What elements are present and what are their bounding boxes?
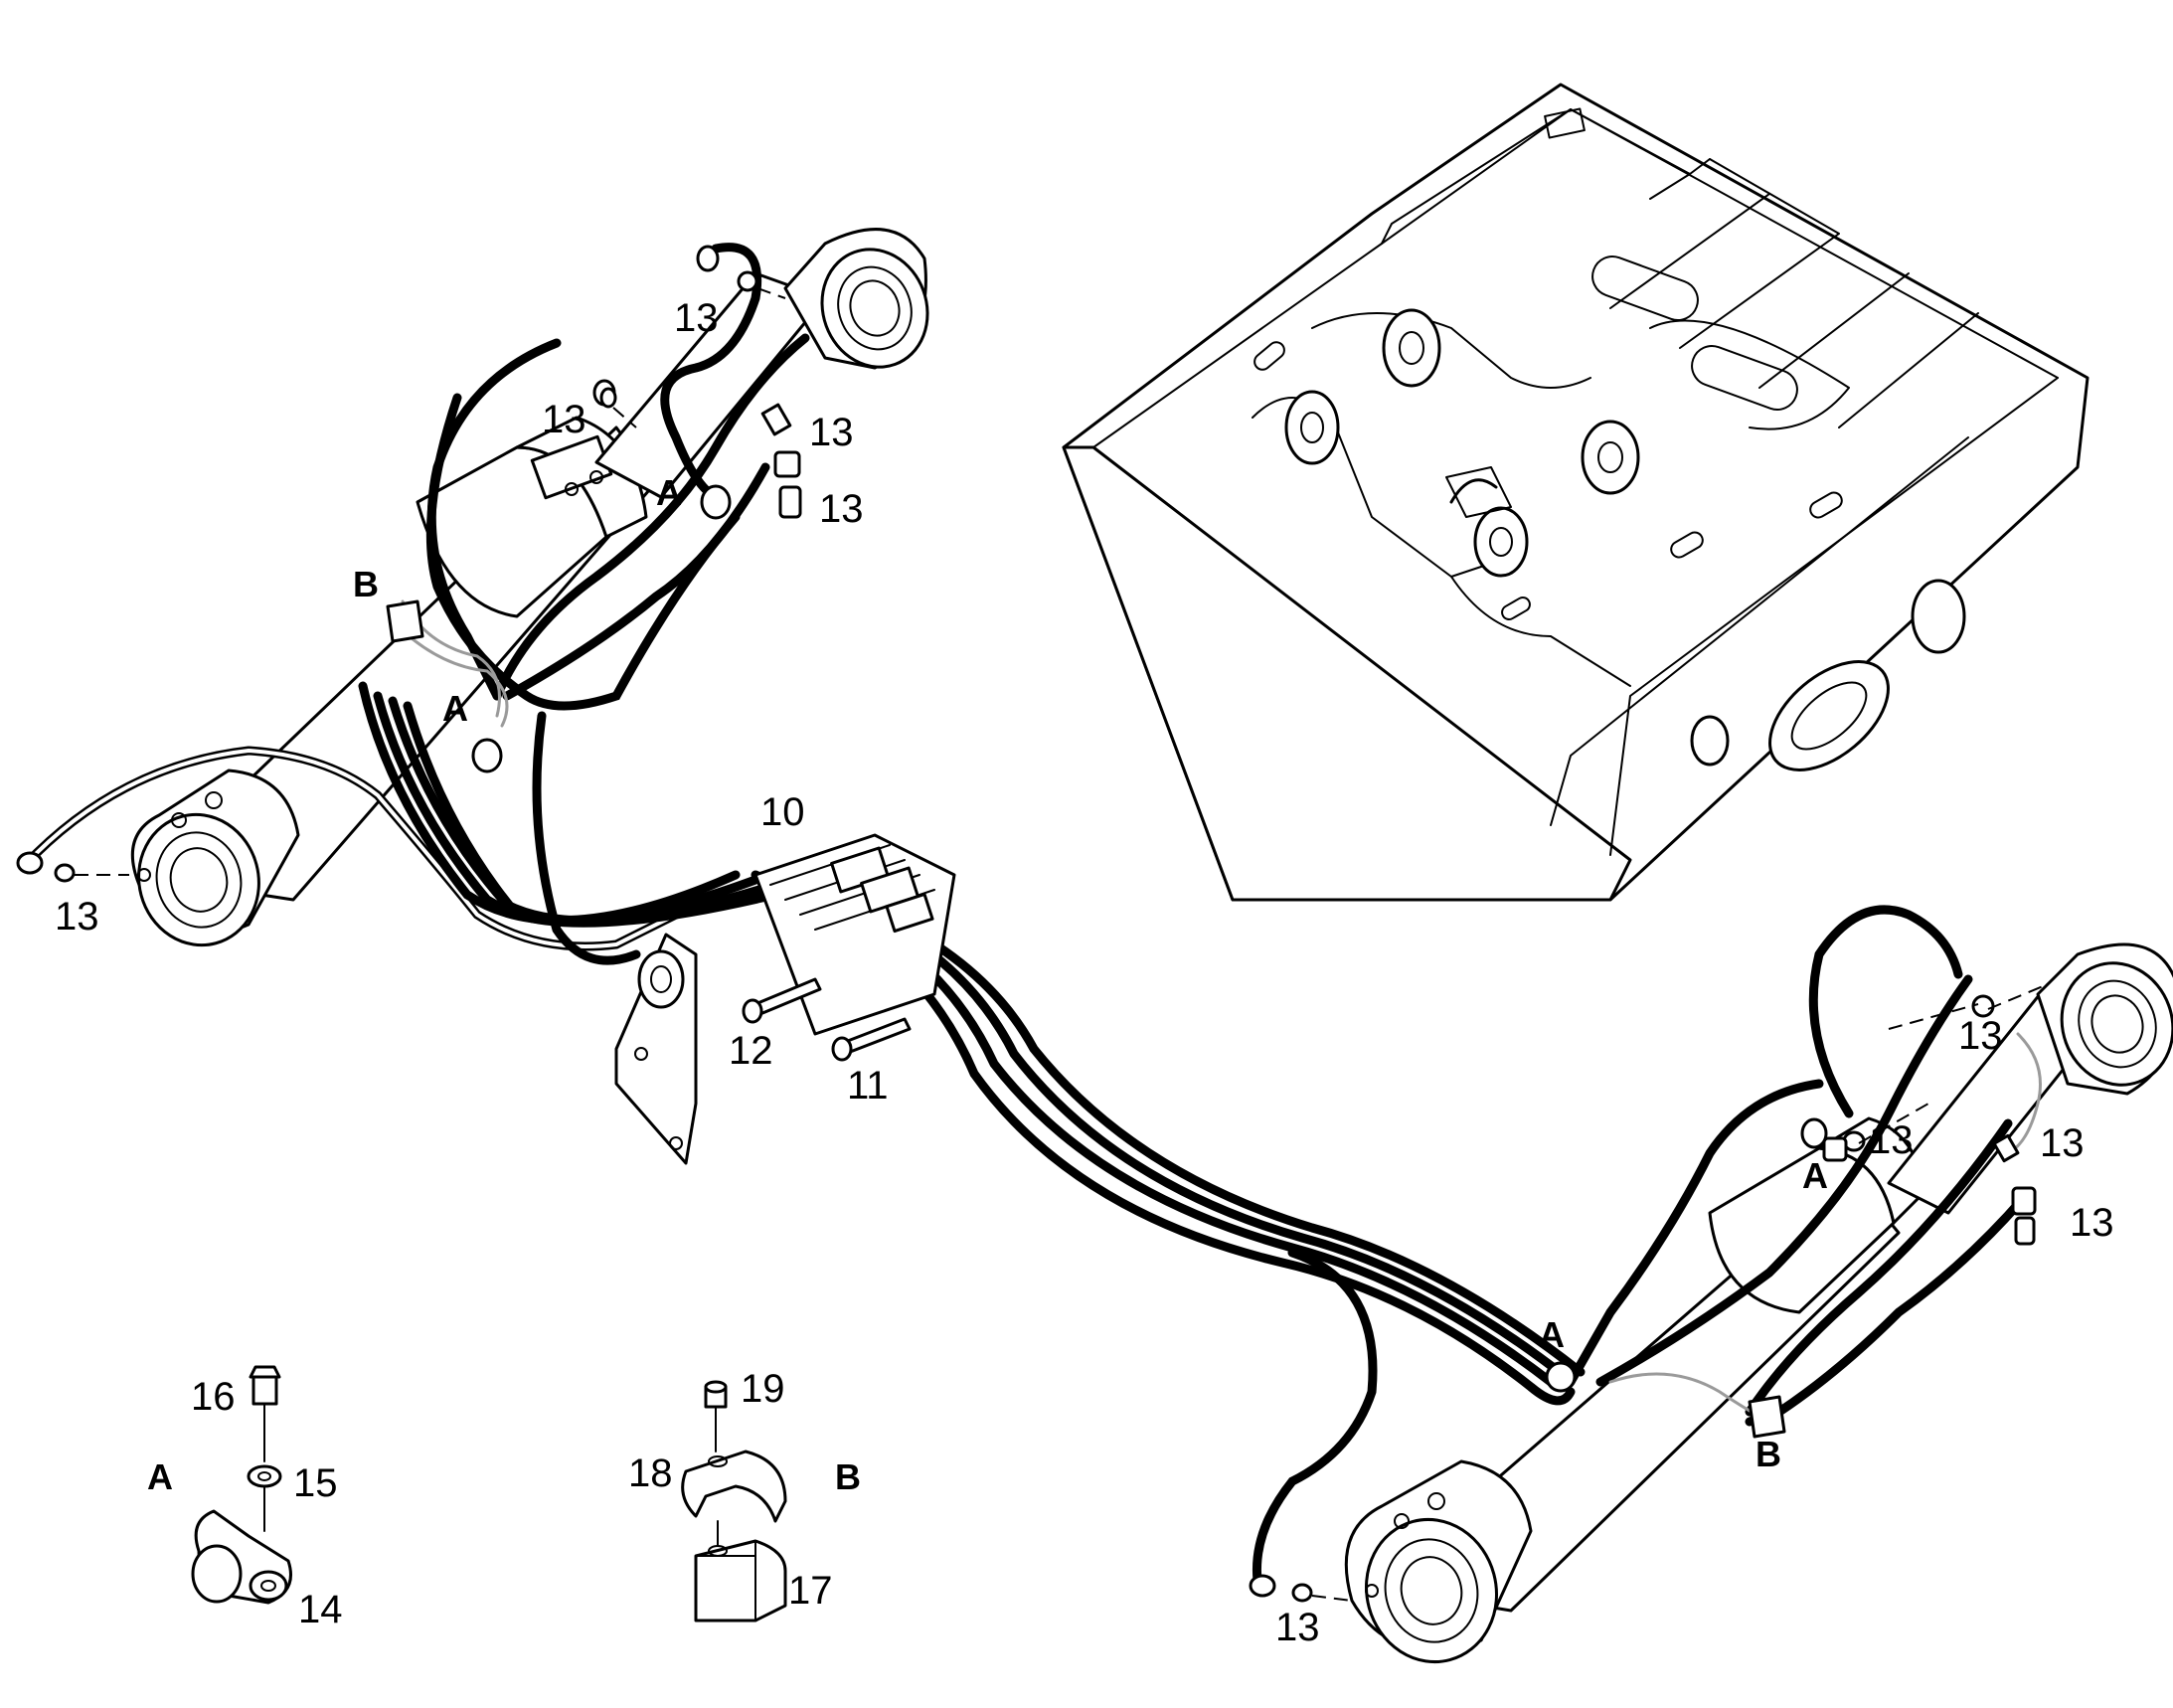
detail-label-a: A xyxy=(147,1456,173,1497)
callout-13: 13 xyxy=(819,487,864,531)
callout-11: 11 xyxy=(847,1064,889,1108)
callout-13: 13 xyxy=(1869,1118,1914,1162)
callout-18: 18 xyxy=(628,1452,673,1495)
marker-b: B xyxy=(353,564,379,604)
callout-13: 13 xyxy=(674,296,719,340)
callout-12: 12 xyxy=(729,1029,773,1073)
callout-14: 14 xyxy=(298,1588,343,1631)
callout-17: 17 xyxy=(788,1569,833,1613)
left-cylinder xyxy=(130,228,929,947)
letter-markers: A A A A B B A B xyxy=(147,472,1828,1497)
marker-b: B xyxy=(1755,1434,1781,1474)
detail-a-clamp xyxy=(191,1365,292,1605)
callout-13: 13 xyxy=(542,398,586,441)
detail-label-b: B xyxy=(835,1456,861,1497)
callout-13: 13 xyxy=(1275,1606,1320,1649)
callout-16: 16 xyxy=(191,1375,236,1419)
bolt-11 xyxy=(831,1017,912,1062)
leader-lines xyxy=(75,287,2049,1602)
callout-labels: 13 13 13 13 13 13 13 13 13 13 10 11 12 1… xyxy=(55,296,2114,1649)
callout-19: 19 xyxy=(741,1367,785,1411)
marker-a: A xyxy=(442,688,468,729)
chassis-frame xyxy=(1062,83,2089,902)
callout-10: 10 xyxy=(760,790,805,834)
callout-13: 13 xyxy=(1958,1014,2003,1058)
callout-15: 15 xyxy=(293,1461,338,1505)
callout-13: 13 xyxy=(809,411,854,454)
detail-b-clamp xyxy=(681,1380,787,1623)
fittings xyxy=(16,245,2037,1603)
mounting-bracket xyxy=(614,933,698,1165)
callout-13: 13 xyxy=(2040,1121,2085,1165)
callout-13: 13 xyxy=(55,895,99,939)
marker-a: A xyxy=(1539,1314,1565,1355)
callout-13: 13 xyxy=(2070,1201,2114,1245)
hose-clamps xyxy=(386,484,1828,1439)
bolt-12 xyxy=(742,977,822,1024)
marker-a: A xyxy=(656,472,682,513)
right-cylinder xyxy=(1344,942,2173,1664)
marker-a: A xyxy=(1802,1155,1828,1196)
